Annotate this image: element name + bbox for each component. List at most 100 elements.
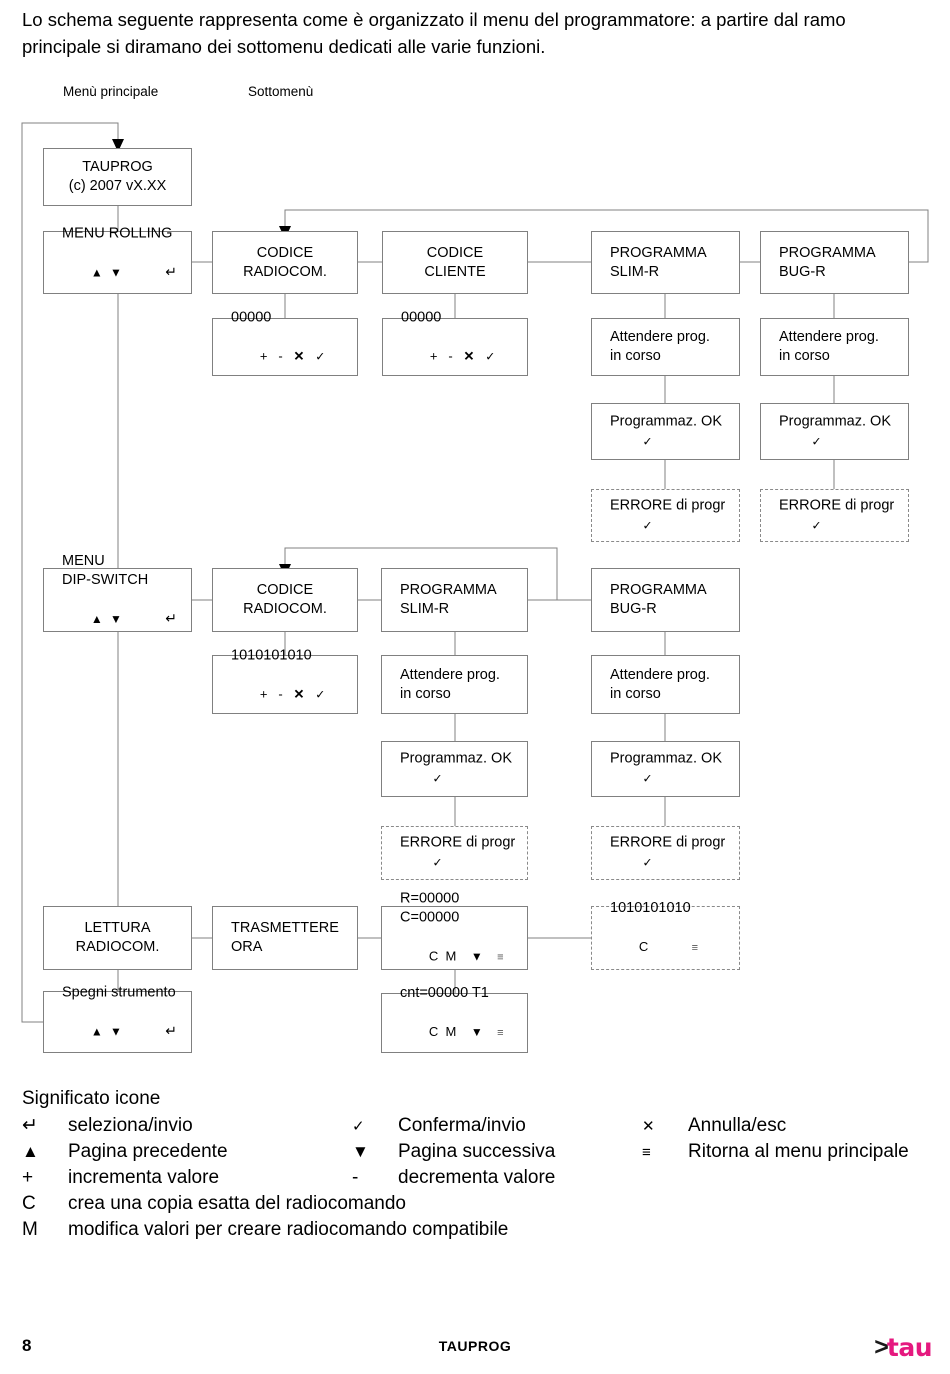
legend-item-pagina-successiva: ▼Pagina successiva <box>352 1139 555 1165</box>
box-errore-1[interactable]: ERRORE di progr ✓ <box>591 489 740 542</box>
check-icon[interactable]: ✓ <box>315 349 326 364</box>
check-icon[interactable]: ✓ <box>642 855 653 870</box>
minus-icon[interactable]: - <box>278 686 283 701</box>
main-menu-icon[interactable]: ≡ <box>497 1027 504 1039</box>
check-icon[interactable]: ✓ <box>432 771 443 786</box>
cancel-icon[interactable]: ✕ <box>293 348 305 364</box>
icon-legend: Significato icone ↵seleziona/invio ✓Conf… <box>22 1086 932 1243</box>
return-icon[interactable]: ↵ <box>165 1022 177 1039</box>
minus-icon[interactable]: - <box>278 348 283 364</box>
down-arrow-icon[interactable]: ▼ <box>110 612 122 626</box>
check-icon[interactable]: ✓ <box>315 687 326 701</box>
box-codice-radiocom-1[interactable]: CODICE RADIOCOM. <box>212 231 358 294</box>
plus-icon[interactable]: + <box>259 686 268 701</box>
cancel-icon[interactable]: ✕ <box>293 686 305 701</box>
return-icon: ↵ <box>22 1115 38 1136</box>
box-attendere-1-line2: in corso <box>610 348 661 364</box>
box-dip-readout[interactable]: 1010101010 C ≡ <box>591 900 740 970</box>
legend-text: Conferma/invio <box>398 1115 526 1136</box>
copy-icon: C <box>22 1193 36 1214</box>
box-dip-value[interactable]: 1010101010 + - ✕ ✓ <box>212 647 358 714</box>
check-icon[interactable]: ✓ <box>642 434 653 448</box>
box-programma-slim-r-2-line1: PROGRAMMA <box>400 582 497 598</box>
check-icon[interactable]: ✓ <box>811 518 822 532</box>
box-programmaz-ok-1-label: Programmaz. OK <box>610 413 722 429</box>
check-icon[interactable]: ✓ <box>642 518 653 532</box>
copy-icon[interactable]: C <box>638 939 649 954</box>
box-attendere-3-line1: Attendere prog. <box>400 666 500 683</box>
box-menu-dipswitch-line2: DIP-SWITCH <box>62 572 149 588</box>
check-icon[interactable]: ✓ <box>642 771 653 786</box>
down-arrow-icon[interactable]: ▼ <box>470 1025 483 1039</box>
copy-icon[interactable]: C <box>428 948 439 964</box>
check-icon[interactable]: ✓ <box>811 434 822 448</box>
box-menu-rolling[interactable]: MENU ROLLING ▲ ▼ ↵ <box>43 225 192 294</box>
check-icon[interactable]: ✓ <box>485 349 496 364</box>
box-trasmettere-line1: TRASMETTERE <box>231 920 339 936</box>
legend-text: incrementa valore <box>68 1167 220 1188</box>
box-codice-cliente[interactable]: CODICE CLIENTE <box>382 231 528 294</box>
box-trasmettere-line2: ORA <box>231 939 263 955</box>
box-rc-values-line2: C=00000 <box>400 909 460 926</box>
box-programma-slim-r-1[interactable]: PROGRAMMA SLIM-R <box>591 231 740 294</box>
return-icon[interactable]: ↵ <box>165 263 177 279</box>
caption-submenu: Sottomenù <box>248 84 314 99</box>
modify-icon[interactable]: M <box>445 948 457 964</box>
minus-icon: - <box>352 1167 359 1188</box>
cancel-icon[interactable]: ✕ <box>463 348 475 364</box>
box-codice-radiocom-2-line1: CODICE <box>256 582 314 598</box>
box-errore-3[interactable]: ERRORE di progr ✓ <box>381 826 528 880</box>
up-arrow-icon[interactable]: ▲ <box>90 265 103 279</box>
box-cnt-values[interactable]: cnt=00000 T1 C M ▼ ≡ <box>381 985 528 1053</box>
box-value-00000-b[interactable]: 00000 + - ✕ ✓ <box>382 310 528 376</box>
down-arrow-icon[interactable]: ▼ <box>470 949 483 964</box>
box-value-00000-a[interactable]: 00000 + - ✕ ✓ <box>212 310 358 376</box>
box-lettura-radiocom[interactable]: LETTURA RADIOCOM. <box>43 906 192 970</box>
box-attendere-2: Attendere prog. in corso <box>760 318 909 376</box>
up-arrow-icon[interactable]: ▲ <box>90 612 103 626</box>
plus-icon[interactable]: + <box>259 348 268 364</box>
box-programmaz-ok-2[interactable]: Programmaz. OK ✓ <box>760 403 909 460</box>
modify-icon: M <box>22 1219 38 1240</box>
main-menu-icon[interactable]: ≡ <box>691 942 699 954</box>
minus-icon[interactable]: - <box>448 348 453 364</box>
box-trasmettere-ora[interactable]: TRASMETTERE ORA <box>212 906 358 970</box>
box-attendere-4-line2: in corso <box>610 685 661 702</box>
box-tauprog-line1: TAUPROG <box>82 159 153 175</box>
box-programmaz-ok-3[interactable]: Programmaz. OK ✓ <box>381 741 528 797</box>
plus-icon[interactable]: + <box>429 348 438 364</box>
modify-icon[interactable]: M <box>445 1024 457 1039</box>
menu-flowchart: TAUPROG (c) 2007 vX.XX MENU ROLLING ▲ ▼ … <box>21 122 929 1053</box>
box-tauprog[interactable]: TAUPROG (c) 2007 vX.XX <box>43 148 192 206</box>
main-menu-icon[interactable]: ≡ <box>497 951 504 964</box>
copy-icon[interactable]: C <box>428 1024 439 1039</box>
box-codice-cliente-line1: CODICE <box>426 244 484 261</box>
box-value-00000-a-value: 00000 <box>231 309 272 326</box>
box-programmaz-ok-4[interactable]: Programmaz. OK ✓ <box>591 741 740 797</box>
box-errore-4[interactable]: ERRORE di progr ✓ <box>591 826 740 880</box>
box-codice-radiocom-2[interactable]: CODICE RADIOCOM. <box>212 568 358 632</box>
box-menu-dipswitch[interactable]: MENU DIP-SWITCH ▲ ▼ ↵ <box>43 553 192 632</box>
box-attendere-3: Attendere prog. in corso <box>381 655 528 714</box>
down-arrow-icon[interactable]: ▼ <box>110 265 122 279</box>
legend-text: Ritorna al menu principale <box>688 1141 909 1162</box>
return-icon[interactable]: ↵ <box>165 610 177 626</box>
connector-lines <box>21 122 929 1023</box>
box-spegni-strumento[interactable]: Spegni strumento ▲ ▼ ↵ <box>43 985 192 1053</box>
check-icon[interactable]: ✓ <box>432 855 443 870</box>
legend-item-incrementa: + incrementa valore <box>22 1165 219 1191</box>
up-arrow-icon[interactable]: ▲ <box>90 1024 103 1039</box>
box-rc-values[interactable]: R=00000 C=00000 C M ▼ ≡ <box>381 891 528 970</box>
page-footer: 8 TAUPROG > tau <box>0 1330 950 1374</box>
box-programma-bug-r-1[interactable]: PROGRAMMA BUG-R <box>760 231 909 294</box>
box-errore-2[interactable]: ERRORE di progr ✓ <box>760 489 909 542</box>
box-programmaz-ok-1[interactable]: Programmaz. OK ✓ <box>591 403 740 460</box>
box-programma-bug-r-2[interactable]: PROGRAMMA BUG-R <box>591 568 740 632</box>
box-programma-slim-r-2[interactable]: PROGRAMMA SLIM-R <box>381 568 528 632</box>
down-arrow-icon[interactable]: ▼ <box>110 1024 122 1039</box>
legend-text: Annulla/esc <box>688 1115 787 1136</box>
box-codice-radiocom-1-line2: RADIOCOM. <box>243 263 327 280</box>
plus-icon: + <box>22 1167 34 1188</box>
